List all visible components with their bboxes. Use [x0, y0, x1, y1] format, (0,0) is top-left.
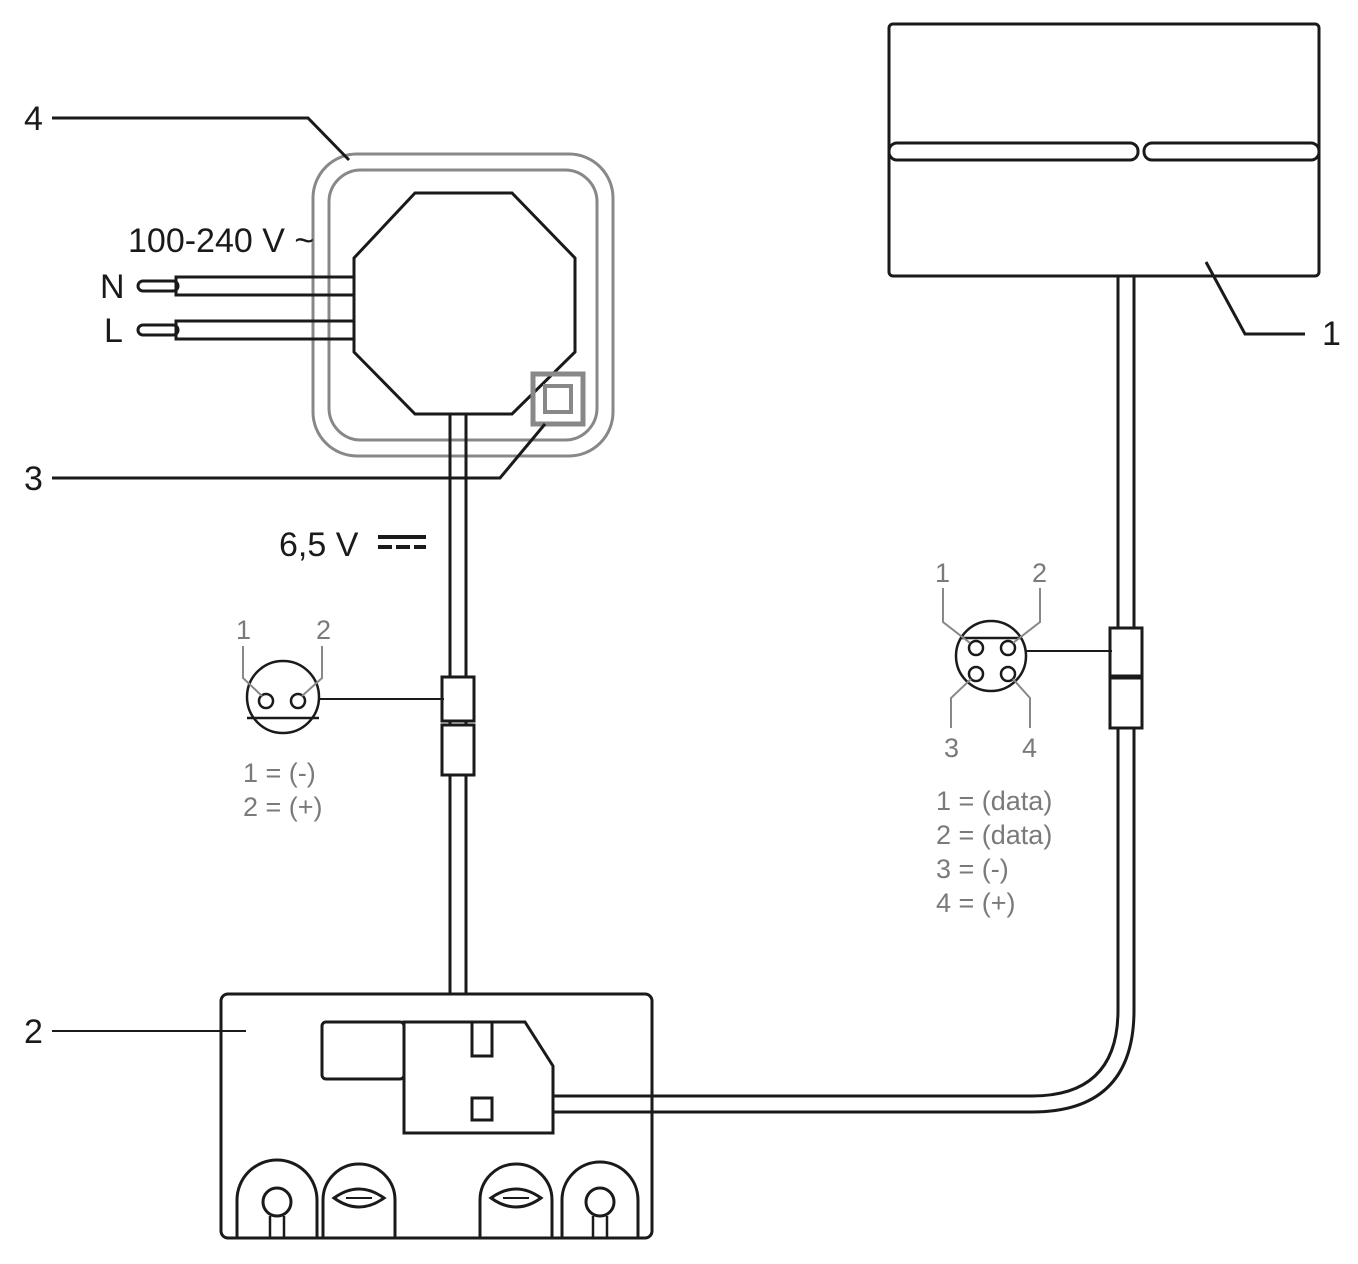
- pin-4pin-3-label: 3: [944, 733, 959, 763]
- legend-4pin-line-4: 4 = (+): [936, 888, 1016, 918]
- legend-4pin-line-3: 3 = (-): [936, 854, 1009, 884]
- connector-4pin-sleeve: [1108, 626, 1144, 730]
- double-insulation-icon: [530, 371, 586, 427]
- neutral-label: N: [100, 268, 125, 306]
- callout-1-leader: [1204, 261, 1305, 336]
- line-label: L: [104, 312, 123, 350]
- callout-4-label: 4: [24, 100, 43, 138]
- legend-4pin-line-2: 2 = (data): [936, 820, 1052, 850]
- pin-4pin-4-label: 4: [1022, 733, 1037, 763]
- dc-symbol-icon: [378, 535, 426, 549]
- supply-voltage-label: 100-240 V ~: [128, 222, 314, 260]
- callout-2-label: 2: [24, 1013, 43, 1051]
- device-2-base-plate: [219, 992, 654, 1240]
- pin-4pin-2-label: 2: [1032, 558, 1047, 588]
- pin-2pin-2-label: 2: [316, 615, 331, 645]
- mains-wire-n: [136, 275, 356, 297]
- callout-1-label: 1: [1322, 315, 1341, 353]
- device-4-power-supply: [311, 152, 615, 458]
- callout-3-label: 3: [24, 460, 43, 498]
- legend-4pin-line-1: 1 = (data): [936, 786, 1052, 816]
- cable-device1-to-device2: [553, 276, 1136, 1114]
- connector-2pin-face: [242, 646, 444, 735]
- output-voltage-label: 6,5 V: [279, 526, 359, 564]
- mains-wire-l: [136, 319, 356, 341]
- callout-3-leader: [52, 423, 547, 480]
- legend-2pin-line-2: 2 = (+): [243, 792, 323, 822]
- connector-2pin-sleeve: [440, 675, 476, 777]
- legend-2pin-line-1: 1 = (-): [243, 758, 316, 788]
- device-1-panel: [887, 22, 1321, 278]
- pin-2pin-1-label: 1: [236, 615, 251, 645]
- pin-4pin-1-label: 1: [935, 558, 950, 588]
- connector-4pin-face: [942, 588, 1112, 728]
- callout-4-leader: [52, 116, 351, 162]
